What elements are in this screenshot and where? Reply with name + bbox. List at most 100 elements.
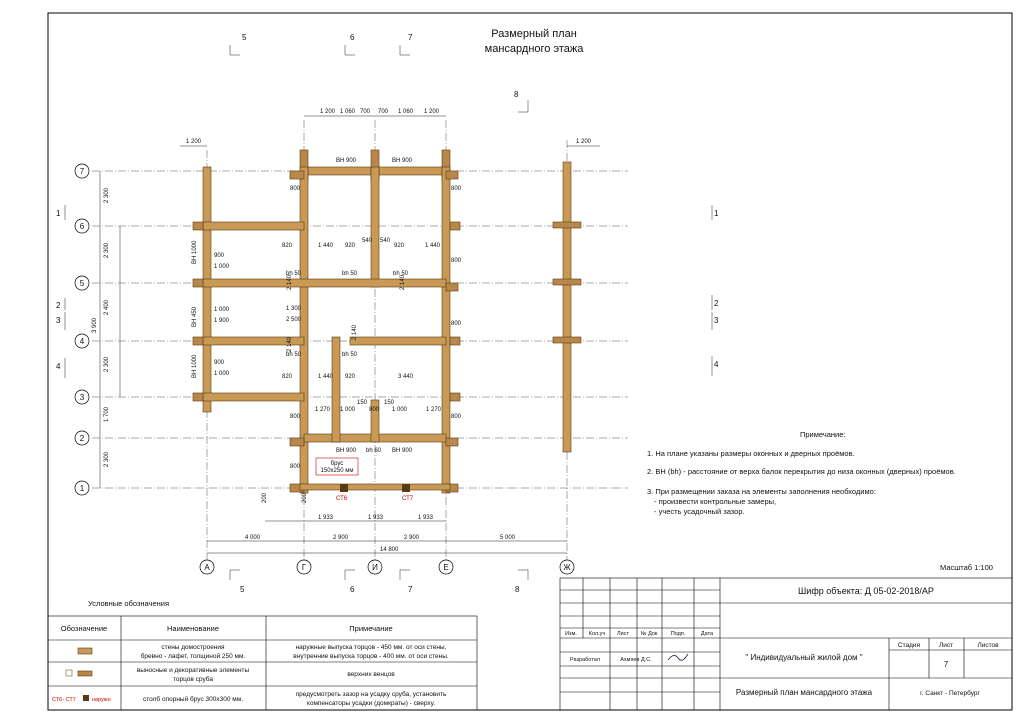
svg-text:1 000: 1 000 bbox=[214, 264, 230, 270]
svg-text:ВН 450: ВН 450 bbox=[192, 306, 198, 327]
svg-text:Лист: Лист bbox=[617, 631, 629, 637]
city: г. Санкт - Петербург bbox=[920, 689, 980, 697]
svg-text:800: 800 bbox=[290, 464, 301, 470]
section-mark-6-top: 6 bbox=[344, 33, 355, 56]
svg-text:820: 820 bbox=[282, 243, 293, 249]
svg-text:900: 900 bbox=[214, 360, 225, 366]
note-subitem-2: - учесть усадочный зазор. bbox=[654, 507, 745, 516]
section-mark-4-right: 4 bbox=[711, 356, 719, 376]
section-mark-7-bot: 7 bbox=[399, 569, 413, 594]
svg-text:1 270: 1 270 bbox=[315, 407, 331, 413]
axis-zh: Ж bbox=[563, 563, 571, 572]
svg-text:540: 540 bbox=[362, 238, 373, 244]
svg-text:1 440: 1 440 bbox=[425, 243, 441, 249]
svg-text:8: 8 bbox=[514, 90, 519, 99]
legend-title: Условные обозначения bbox=[88, 599, 169, 608]
post-st6-tag: СТ6 bbox=[336, 496, 348, 502]
object-code: Шифр объекта: Д 05-02-2018/АР bbox=[798, 586, 934, 596]
svg-text:5 000: 5 000 bbox=[500, 535, 516, 541]
project-name: " Индивидуальный жилой дом " bbox=[745, 653, 862, 662]
svg-text:Разработал: Разработал bbox=[570, 657, 600, 663]
title-block: Шифр объекта: Д 05-02-2018/АР Изм. Кол.у… bbox=[559, 577, 1013, 711]
svg-text:1 933: 1 933 bbox=[368, 515, 384, 521]
dimensions-left: 2 300 2 300 2 400 2 300 1 700 2 300 3 90… bbox=[92, 187, 110, 467]
svg-text:внутренние выпуска торцов - 40: внутренние выпуска торцов - 400 мм. от о… bbox=[293, 653, 449, 660]
svg-text:СТ6- СТ7: СТ6- СТ7 bbox=[52, 697, 76, 703]
sheet-number: 7 bbox=[944, 660, 949, 669]
section-mark-7-top: 7 bbox=[399, 33, 413, 56]
svg-text:bh 50: bh 50 bbox=[286, 352, 302, 358]
svg-text:820: 820 bbox=[282, 374, 293, 380]
svg-text:800: 800 bbox=[369, 407, 380, 413]
svg-text:6: 6 bbox=[350, 33, 355, 42]
row-axis-markers: 7 6 5 4 3 2 1 bbox=[74, 163, 90, 496]
axis-i: И bbox=[372, 563, 378, 572]
svg-text:Ахмяев Д.С.: Ахмяев Д.С. bbox=[620, 657, 652, 663]
svg-text:2 300: 2 300 bbox=[104, 451, 110, 467]
svg-text:150: 150 bbox=[384, 400, 395, 406]
svg-text:Подп.: Подп. bbox=[671, 631, 686, 637]
svg-text:Листов: Листов bbox=[977, 642, 999, 649]
note-item-3: 3. При размещении заказа на элементы зап… bbox=[647, 487, 876, 496]
post-st6 bbox=[340, 484, 348, 492]
svg-text:2 900: 2 900 bbox=[404, 535, 420, 541]
section-mark-6-bot: 6 bbox=[344, 569, 355, 594]
svg-text:2: 2 bbox=[714, 299, 719, 308]
svg-text:2 300: 2 300 bbox=[104, 187, 110, 203]
signature bbox=[667, 653, 689, 661]
svg-text:3 900: 3 900 bbox=[92, 317, 98, 333]
axis-g: Г bbox=[302, 563, 307, 572]
drawing-name: Размерный план мансардного этажа bbox=[736, 688, 873, 697]
section-mark-4-left: 4 bbox=[56, 358, 66, 378]
svg-text:bh 50: bh 50 bbox=[393, 271, 409, 277]
svg-text:200: 200 bbox=[302, 492, 308, 503]
note-heading: Примечание: bbox=[800, 430, 846, 439]
svg-text:700: 700 bbox=[378, 109, 389, 115]
svg-text:800: 800 bbox=[451, 258, 462, 264]
dimension-lines bbox=[99, 115, 600, 554]
svg-text:ВН 900: ВН 900 bbox=[392, 448, 413, 454]
note-item-2: 2. ВН (bh) - расстояние от верха балок п… bbox=[647, 467, 956, 476]
svg-text:3: 3 bbox=[56, 316, 61, 325]
svg-text:920: 920 bbox=[345, 243, 356, 249]
section-mark-2-left: 2 bbox=[56, 298, 66, 310]
svg-text:верхних венцов: верхних венцов bbox=[347, 671, 395, 678]
svg-text:1 060: 1 060 bbox=[398, 109, 414, 115]
svg-text:предусмотреть зазор на усадку: предусмотреть зазор на усадку сруба, уст… bbox=[296, 690, 447, 698]
svg-text:3 440: 3 440 bbox=[398, 374, 414, 380]
svg-text:2 300: 2 300 bbox=[104, 242, 110, 258]
plan-dimension-labels: 820 1 440 920 540 540 920 1 440 820 1 44… bbox=[214, 186, 462, 503]
svg-text:бревно - лафет, толщиной 250 м: бревно - лафет, толщиной 250 мм. bbox=[141, 652, 246, 660]
svg-text:4: 4 bbox=[56, 362, 61, 371]
svg-text:540: 540 bbox=[380, 238, 391, 244]
scale-label: Масштаб 1:100 bbox=[940, 563, 993, 572]
note-item-1: 1. На плане указаны размеры оконных и дв… bbox=[647, 449, 855, 458]
svg-text:ВН 1000: ВН 1000 bbox=[192, 354, 198, 378]
brus-label-box bbox=[315, 457, 359, 476]
axis-7: 7 bbox=[80, 167, 85, 176]
svg-text:900: 900 bbox=[214, 253, 225, 259]
svg-text:Изм.: Изм. bbox=[565, 631, 577, 637]
sheet-frame bbox=[47, 12, 1013, 711]
svg-text:bh 50: bh 50 bbox=[342, 271, 358, 277]
svg-text:800: 800 bbox=[290, 414, 301, 420]
svg-text:ВН 900: ВН 900 bbox=[336, 448, 357, 454]
dim-total: 14 800 bbox=[380, 547, 399, 553]
svg-text:1 000: 1 000 bbox=[340, 407, 356, 413]
svg-text:1 000: 1 000 bbox=[392, 407, 408, 413]
svg-text:выносные и декоративные элемен: выносные и декоративные элементы bbox=[137, 667, 250, 674]
svg-text:№ Док: № Док bbox=[641, 631, 658, 637]
svg-text:ВН 900: ВН 900 bbox=[336, 158, 357, 164]
svg-text:1 933: 1 933 bbox=[318, 515, 334, 521]
column-axis-markers: А Г И Е Ж bbox=[199, 559, 575, 575]
svg-text:2 140: 2 140 bbox=[400, 274, 406, 290]
svg-text:наружн: наружн bbox=[92, 697, 111, 703]
svg-text:1 300: 1 300 bbox=[286, 306, 302, 312]
svg-text:7: 7 bbox=[408, 33, 413, 42]
svg-text:Стадия: Стадия bbox=[898, 642, 921, 649]
plan-title-line2: мансардного этажа bbox=[485, 43, 585, 55]
svg-text:1 700: 1 700 bbox=[104, 406, 110, 422]
svg-text:800: 800 bbox=[290, 186, 301, 192]
svg-text:1 200: 1 200 bbox=[424, 109, 440, 115]
